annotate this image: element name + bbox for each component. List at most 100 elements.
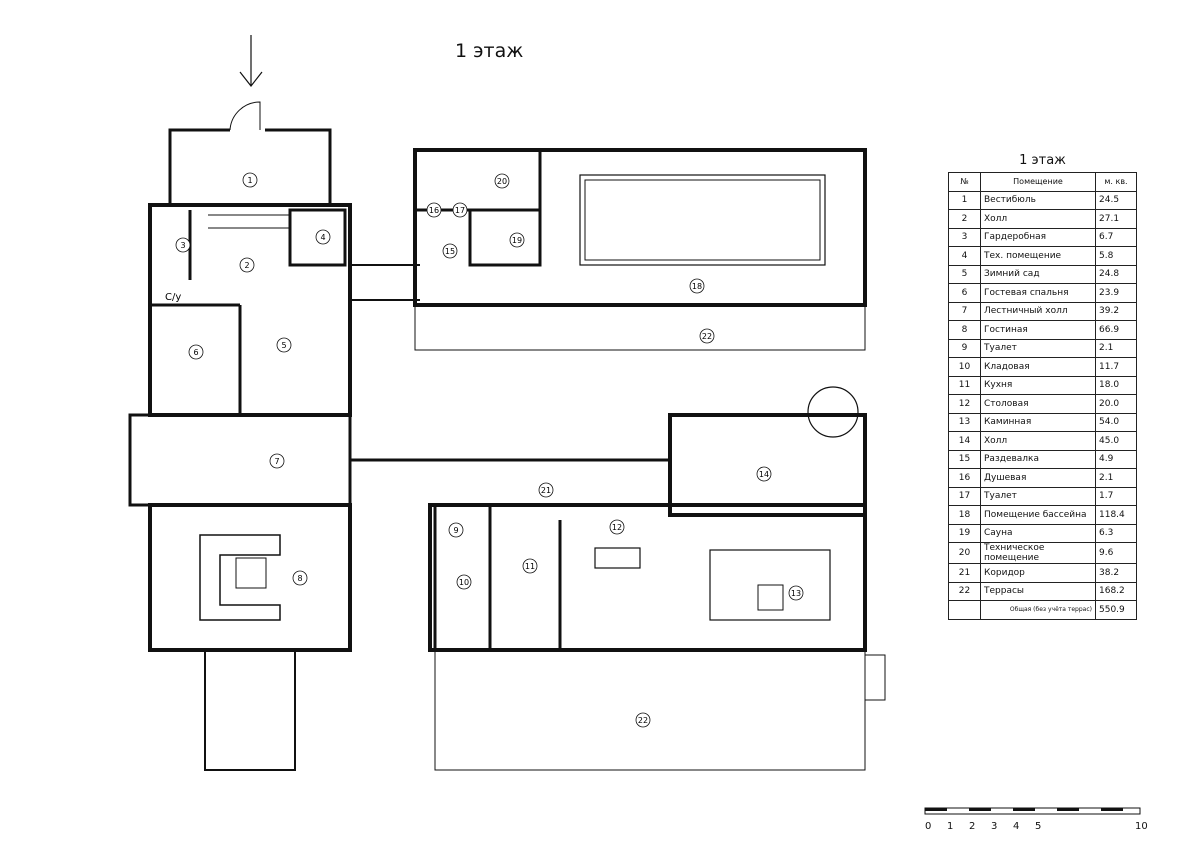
room-number: 10: [948, 357, 981, 377]
room-marker-label: 6: [193, 348, 198, 357]
room-number: 15: [948, 449, 981, 469]
table-title: 1 этаж: [1019, 153, 1066, 168]
total-row: Общая (без учёта террас)550.9: [948, 600, 1137, 620]
room-area: 118.4: [1095, 505, 1137, 525]
room-marker-label: 22: [638, 716, 648, 725]
room-number: 1: [948, 190, 981, 210]
room-marker: 19: [509, 232, 525, 248]
room-marker: 13: [788, 585, 804, 601]
walls: [128, 35, 1141, 815]
scale-bar: [924, 807, 1141, 815]
room-marker: 5: [276, 337, 292, 353]
room-area: 24.5: [1095, 190, 1137, 210]
header-room: Помещение: [980, 172, 1096, 192]
room-name: Техническое помещение: [980, 542, 1096, 564]
room-number: 9: [948, 338, 981, 358]
header-number: №: [948, 172, 981, 192]
room-marker-label: 10: [459, 578, 469, 587]
room-name: Раздевалка: [980, 449, 1096, 469]
empty-cell: [948, 600, 981, 620]
room-number: 20: [948, 542, 981, 564]
room-area: 2.1: [1095, 338, 1137, 358]
room-name: Холл: [980, 209, 1096, 229]
room-marker: 7: [269, 453, 285, 469]
room-marker-label: 21: [541, 486, 551, 495]
room-name: Кладовая: [980, 357, 1096, 377]
room-number: 8: [948, 320, 981, 340]
room-number: 13: [948, 412, 981, 432]
room-area: 168.2: [1095, 581, 1137, 601]
room-name: Коридор: [980, 563, 1096, 583]
room-marker: 18: [689, 278, 705, 294]
room-marker: 16: [426, 202, 442, 218]
plan-title: 1 этаж: [455, 40, 524, 62]
room-area: 2.1: [1095, 468, 1137, 488]
room-marker-label: 18: [692, 282, 702, 291]
scale-label: 10: [1135, 821, 1148, 832]
room-marker: 4: [315, 229, 331, 245]
room-area: 66.9: [1095, 320, 1137, 340]
room-name: Гостиная: [980, 320, 1096, 340]
room-area: 4.9: [1095, 449, 1137, 469]
room-marker: 2: [239, 257, 255, 273]
room-number: 3: [948, 227, 981, 247]
room-marker-label: 22: [702, 332, 712, 341]
room-number: 5: [948, 264, 981, 284]
room-area: 5.8: [1095, 246, 1137, 266]
room-marker: 14: [756, 466, 772, 482]
room-name: Каминная: [980, 412, 1096, 432]
scale-label: 3: [991, 821, 998, 832]
room-name: Зимний сад: [980, 264, 1096, 284]
room-area: 24.8: [1095, 264, 1137, 284]
scale-label: 1: [947, 821, 954, 832]
room-area: 39.2: [1095, 301, 1137, 321]
room-name: Тех. помещение: [980, 246, 1096, 266]
header-area: м. кв.: [1095, 172, 1137, 192]
room-area: 18.0: [1095, 375, 1137, 395]
room-area: 20.0: [1095, 394, 1137, 414]
room-marker-label: 20: [497, 177, 507, 186]
room-marker: 20: [494, 173, 510, 189]
room-number: 12: [948, 394, 981, 414]
room-area: 38.2: [1095, 563, 1137, 583]
room-marker: 11: [522, 558, 538, 574]
room-marker-label: 13: [791, 589, 801, 598]
room-marker-label: 8: [297, 574, 302, 583]
room-marker: 15: [442, 243, 458, 259]
room-name: Лестничный холл: [980, 301, 1096, 321]
room-number: 11: [948, 375, 981, 395]
room-area: 6.7: [1095, 227, 1137, 247]
room-name: Гардеробная: [980, 227, 1096, 247]
room-area: 6.3: [1095, 523, 1137, 543]
room-marker-label: 2: [244, 261, 249, 270]
room-marker: 21: [538, 482, 554, 498]
room-name: Сауна: [980, 523, 1096, 543]
room-number: 22: [948, 581, 981, 601]
room-number: 4: [948, 246, 981, 266]
room-marker-label: 14: [759, 470, 769, 479]
room-marker: 1: [242, 172, 258, 188]
scale-label: 2: [969, 821, 976, 832]
room-number: 7: [948, 301, 981, 321]
room-name: Вестибюль: [980, 190, 1096, 210]
room-name: Туалет: [980, 486, 1096, 506]
room-area: 45.0: [1095, 431, 1137, 451]
room-marker: 3: [175, 237, 191, 253]
room-area: 23.9: [1095, 283, 1137, 303]
room-marker: 6: [188, 344, 204, 360]
wc-label: С/у: [165, 292, 181, 303]
